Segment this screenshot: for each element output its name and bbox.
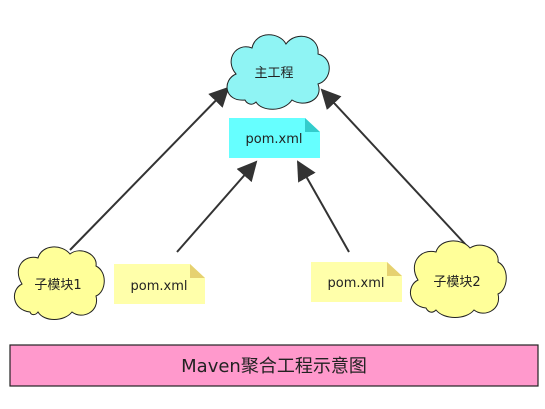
arrow-child2-to-main <box>320 88 467 246</box>
main-pom-fold <box>305 118 320 132</box>
main-project-cloud <box>226 34 330 110</box>
child2-pom-document <box>311 262 402 302</box>
arrow-child1-to-main <box>69 86 230 251</box>
main-pom-node: pom.xml <box>229 118 320 158</box>
main-pom-label: pom.xml <box>246 132 303 147</box>
child2-cloud <box>410 240 507 318</box>
title-banner-label: Maven聚合工程示意图 <box>181 356 367 377</box>
arrows <box>69 86 467 253</box>
child2-node: 子模块2 <box>410 240 507 318</box>
child1-pom-label: pom.xml <box>131 279 188 294</box>
arrow-child1-pom-to-main-pom <box>176 160 258 253</box>
child1-label: 子模块1 <box>34 278 81 293</box>
child2-pom-fold <box>387 262 402 276</box>
child1-pom-document <box>114 264 205 304</box>
main-pom-document <box>229 118 320 158</box>
child2-pom-node: pom.xml <box>311 262 402 302</box>
child2-label: 子模块2 <box>433 275 480 290</box>
child2-pom-label: pom.xml <box>328 276 385 291</box>
child1-node: 子模块1 <box>14 246 105 320</box>
title-banner: Maven聚合工程示意图 <box>9 344 539 387</box>
arrow-child2-pom-to-main-pom <box>297 160 350 253</box>
title-banner-box <box>9 344 539 387</box>
main-project-node: 主工程 <box>226 34 330 110</box>
main-project-label: 主工程 <box>254 66 293 81</box>
child1-pom-fold <box>190 264 205 278</box>
child1-pom-node: pom.xml <box>114 264 205 304</box>
child1-cloud <box>14 246 105 320</box>
